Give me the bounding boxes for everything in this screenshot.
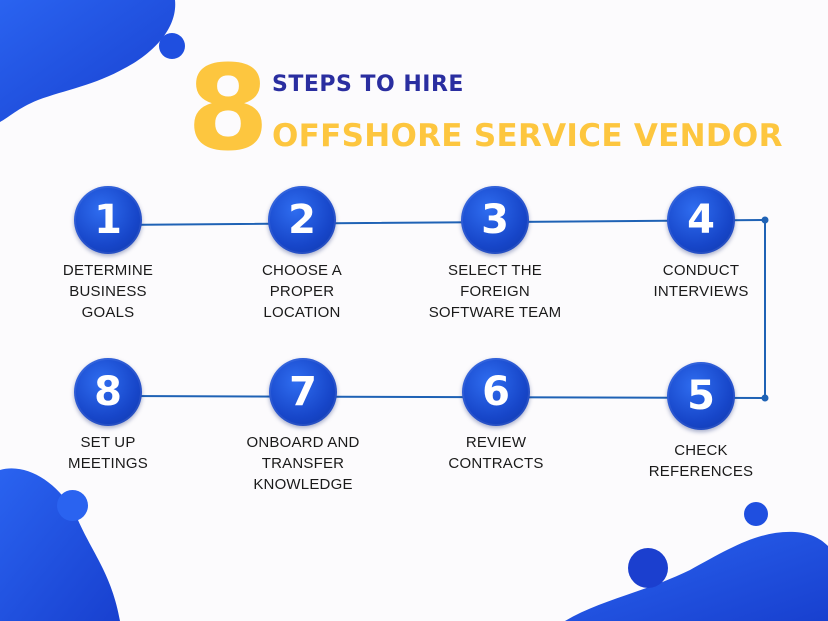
step-label-line: CONDUCT bbox=[662, 262, 740, 279]
step-label-line: GOALS bbox=[81, 304, 135, 321]
step-label-line: KNOWLEDGE bbox=[253, 476, 353, 493]
step-label-line: BUSINESS bbox=[69, 283, 147, 300]
decor-dot-bottom-right-small bbox=[744, 502, 768, 526]
step-label-line: REFERENCES bbox=[648, 463, 754, 480]
step-label-line: TRANSFER bbox=[261, 455, 345, 472]
step-7: 7 ONBOARD AND TRANSFER KNOWLEDGE bbox=[218, 358, 388, 495]
step-circle: 7 bbox=[269, 358, 337, 426]
top-left-blob-shape bbox=[0, 0, 176, 122]
step-label-line: LOCATION bbox=[263, 304, 341, 321]
step-label: SELECT THE FOREIGN SOFTWARE TEAM bbox=[410, 260, 580, 323]
title-line-1: STEPS TO HIRE bbox=[272, 72, 464, 97]
step-circle: 1 bbox=[74, 186, 142, 254]
step-circle: 4 bbox=[667, 186, 735, 254]
step-5: 5 CHECK REFERENCES bbox=[616, 362, 786, 482]
step-label-line: FOREIGN bbox=[460, 283, 530, 300]
step-8: 8 SET UP MEETINGS bbox=[23, 358, 193, 474]
step-label-line: INTERVIEWS bbox=[653, 283, 749, 300]
step-label-line: MEETINGS bbox=[68, 455, 148, 472]
step-label-line: SELECT THE bbox=[448, 262, 542, 279]
bottom-left-blob-shape bbox=[0, 468, 120, 621]
step-label: SET UP MEETINGS bbox=[23, 432, 193, 474]
decor-dot-top bbox=[159, 33, 185, 59]
title-big-number: 8 bbox=[186, 39, 269, 177]
step-circle: 6 bbox=[462, 358, 530, 426]
step-circle: 8 bbox=[74, 358, 142, 426]
step-label-line: CHOOSE A bbox=[262, 262, 342, 279]
step-label: ONBOARD AND TRANSFER KNOWLEDGE bbox=[218, 432, 388, 495]
step-label: CHOOSE A PROPER LOCATION bbox=[217, 260, 387, 323]
connector-node-bottom bbox=[761, 394, 769, 402]
step-number: 2 bbox=[288, 197, 316, 243]
step-label-line: CONTRACTS bbox=[448, 455, 544, 472]
step-circle: 5 bbox=[667, 362, 735, 430]
step-2: 2 CHOOSE A PROPER LOCATION bbox=[217, 186, 387, 323]
step-circle: 2 bbox=[268, 186, 336, 254]
title-line-2: OFFSHORE SERVICE VENDOR bbox=[272, 118, 783, 154]
step-number: 7 bbox=[289, 369, 317, 415]
step-4: 4 CONDUCT INTERVIEWS bbox=[616, 186, 786, 302]
step-number: 4 bbox=[687, 197, 715, 243]
step-label-line: SET UP bbox=[80, 434, 136, 451]
decor-dot-bottom-right-large bbox=[628, 548, 668, 588]
step-circle: 3 bbox=[461, 186, 529, 254]
step-label: CHECK REFERENCES bbox=[616, 440, 786, 482]
bottom-right-blob-shape bbox=[565, 531, 828, 621]
step-label-line: DETERMINE bbox=[62, 262, 154, 279]
step-label-line: CHECK bbox=[674, 442, 728, 459]
step-label: REVIEW CONTRACTS bbox=[411, 432, 581, 474]
decor-dot-bottom-left bbox=[57, 490, 88, 521]
connector-node-top bbox=[761, 216, 769, 224]
connector-line bbox=[107, 218, 766, 400]
step-label-line: PROPER bbox=[269, 283, 335, 300]
step-number: 1 bbox=[94, 197, 122, 243]
step-label: DETERMINE BUSINESS GOALS bbox=[23, 260, 193, 323]
step-number: 3 bbox=[481, 197, 509, 243]
step-label-line: REVIEW bbox=[465, 434, 527, 451]
step-number: 8 bbox=[94, 369, 122, 415]
step-3: 3 SELECT THE FOREIGN SOFTWARE TEAM bbox=[410, 186, 580, 323]
step-1: 1 DETERMINE BUSINESS GOALS bbox=[23, 186, 193, 323]
step-number: 5 bbox=[687, 373, 715, 419]
step-label-line: ONBOARD AND bbox=[246, 434, 360, 451]
step-label-line: SOFTWARE TEAM bbox=[428, 304, 562, 321]
step-number: 6 bbox=[482, 369, 510, 415]
step-6: 6 REVIEW CONTRACTS bbox=[411, 358, 581, 474]
step-label: CONDUCT INTERVIEWS bbox=[616, 260, 786, 302]
